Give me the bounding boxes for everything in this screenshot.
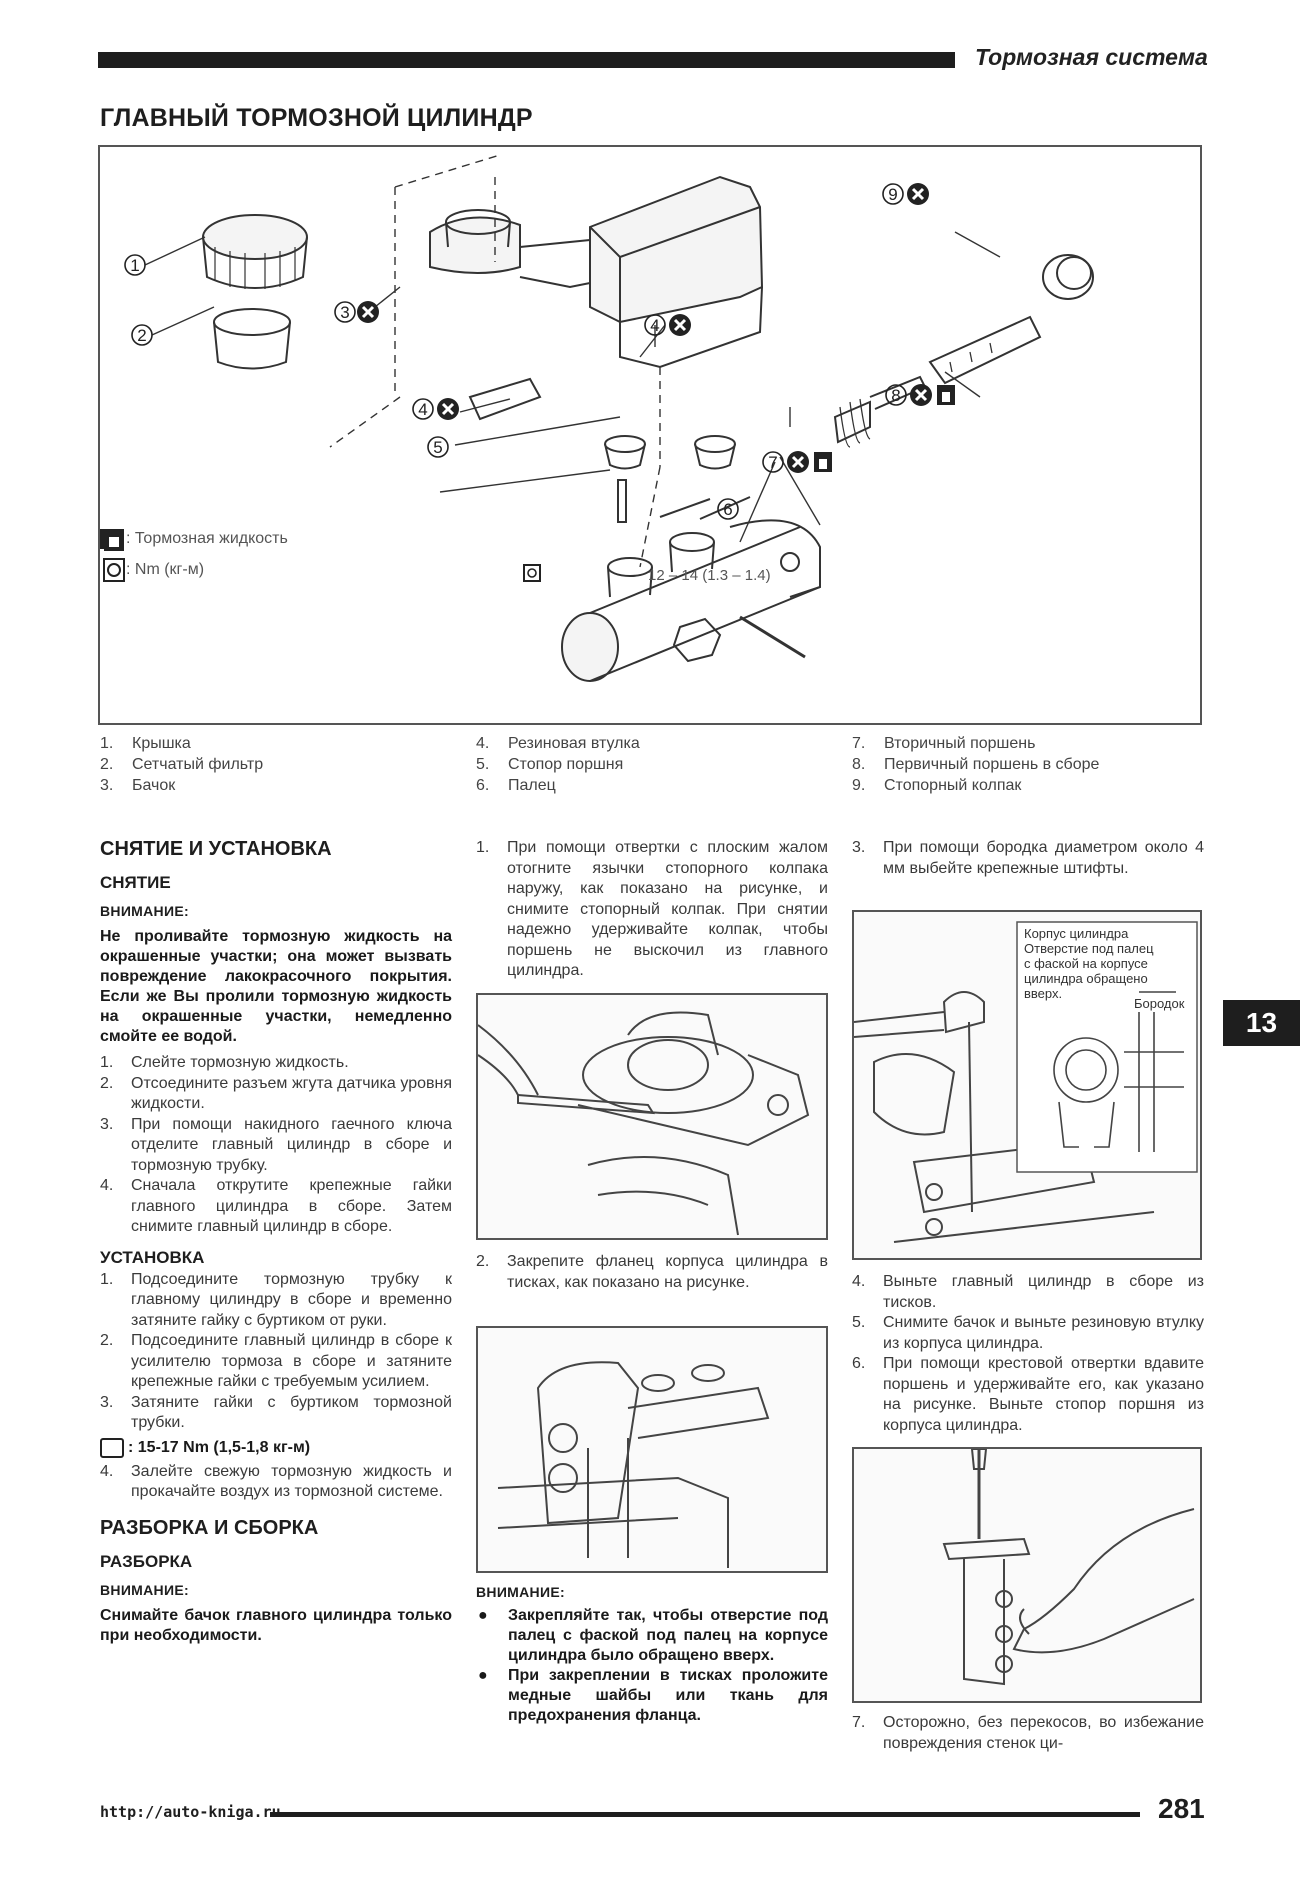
illustration [853,921,1198,1243]
callout-8: 8 [885,384,907,406]
list-item: 5.Снимите бачок и выньте резиновую втулк… [852,1314,1204,1352]
parts-item: 3.Бачок [100,777,176,794]
inset-caption: Корпус цилиндра Отверстие под палец с фа… [1024,926,1154,1001]
col2-step2: 2.Закрепите фланец корпуса цилиндра в ти… [476,1252,828,1293]
callout-4b: 4 [412,398,434,420]
parts-list-col3: 7.Вторичный поршень 8.Первичный поршень … [852,733,1212,796]
list-item: 3.При помощи накидного гаечного ключа от… [100,1115,452,1174]
parts-item: 2.Сетчатый фильтр [100,756,264,773]
callout-2: 2 [131,324,153,346]
parts-item: 7.Вторичный поршень [852,735,1036,752]
torque-spec: : 15-17 Nm (1,5-1,8 кг-м) [100,1437,452,1458]
list-item: При закреплении в тисках проложите медны… [476,1666,828,1726]
page-title: ГЛАВНЫЙ ТОРМОЗНОЙ ЦИЛИНДР [100,104,533,132]
heading-disassembly-assembly: РАЗБОРКА И СБОРКА [100,1516,319,1539]
photo-retainer-removal [476,993,828,1240]
torque-icon [523,564,541,582]
parts-list-col1: 1.Крышка 2.Сетчатый фильтр 3.Бачок [100,733,460,796]
attention-label: ВНИМАНИЕ: [100,903,189,919]
list-item: 3.Затяните гайки с буртиком тормозной тр… [100,1393,452,1432]
legend-torque: : Nm (кг-м) [126,561,205,578]
list-item: 4.Залейте свежую тормозную жидкость и пр… [100,1462,452,1501]
list-item: Закрепляйте так, чтобы отверстие под пал… [476,1606,828,1666]
parts-item: 5.Стопор поршня [476,756,624,773]
heading-install: УСТАНОВКА [100,1247,205,1267]
svg-text:4: 4 [650,316,659,335]
illustration [942,1448,1195,1686]
svg-text:4: 4 [418,400,427,419]
header-rule [98,52,955,68]
footer-url[interactable]: http://auto-kniga.ru [100,1803,281,1821]
callout-7: 7 [762,451,784,473]
legend-brake-fluid: : Тормозная жидкость [126,530,288,547]
heading-disassembly: РАЗБОРКА [100,1551,193,1571]
inset-detail [1016,921,1198,1173]
torque-legend-icon [103,558,125,582]
svg-text:8: 8 [891,386,900,405]
brake-fluid-icon [94,385,955,549]
photo-pin-punch: Корпус цилиндра Отверстие под палец с фа… [852,910,1202,1260]
list-item: 2.Подсоедините главный цилиндр в сборе к… [100,1332,452,1390]
torque-value: 12 – 14 (1.3 – 1.4) [648,567,771,584]
chapter-tab: 13 [1223,1000,1300,1046]
parts-item: 4.Резиновая втулка [476,735,640,752]
list-item: 4.Сначала открутите крепежные гайки глав… [100,1177,452,1235]
svg-text:9: 9 [888,185,897,204]
attention-label: ВНИМАНИЕ: [100,1581,189,1598]
col3-step3: 3.При помощи бородка диаметром около 4 м… [852,838,1204,879]
running-header: Тормозная система [975,44,1208,70]
callout-9: 9 [882,183,904,205]
parts-item: 6.Палец [476,777,556,794]
list-item: 1.При помощи отвертки с плоским жалом от… [476,839,828,979]
parts-item: 8.Первичный поршень в сборе [852,756,1100,773]
callout-5: 5 [427,436,449,458]
svg-text:1: 1 [130,256,139,275]
warning-text: Не проливайте тормозную жидкость на окра… [100,928,452,1045]
heading-removal-install: СНЯТИЕ И УСТАНОВКА [100,838,332,860]
install-step-4: 4.Залейте свежую тормозную жидкость и пр… [100,1462,452,1503]
parts-list-col2: 4.Резиновая втулка 5.Стопор поршня 6.Пал… [476,733,836,796]
svg-text:2: 2 [137,326,146,345]
list-item: 1.Подсоедините тормозную трубку к главно… [100,1270,452,1329]
svg-text:3: 3 [340,303,349,322]
list-item: 7.Осторожно, без перекосов, во избежание… [852,1714,1204,1752]
list-item: 3.При помощи бородка диаметром около 4 м… [852,839,1204,877]
torque-icon [100,1437,124,1458]
svg-text:5: 5 [433,438,442,457]
illustration [477,1011,810,1236]
install-steps: 1.Подсоедините тормозную трубку к главно… [100,1270,452,1434]
list-item: 4.Выньте главный цилиндр в сборе из тиск… [852,1273,1204,1311]
attention-bullets: Закрепляйте так, чтобы отверстие под пал… [476,1606,828,1726]
svg-text:7: 7 [768,453,777,472]
illustration [497,1361,770,1568]
callout-6: 6 [717,498,739,520]
master-cylinder-diagram: 1 2 3 4 4 5 6 7 8 9 [94,154,1094,682]
photo-cylinder-in-vise [476,1326,828,1573]
attention-label: ВНИМАНИЕ: [476,1584,565,1600]
list-item: 6.При помощи крестовой отвертки вдавите … [852,1355,1204,1434]
parts-item: 1.Крышка [100,735,191,752]
col3-steps: 4.Выньте главный цилиндр в сборе из тиск… [852,1272,1204,1436]
list-item: 2.Отсоедините разъем жгута датчика уровн… [100,1074,452,1113]
callout-4a: 4 [644,314,666,336]
warning-text: Снимайте бачок главного цилиндра только … [100,1606,452,1644]
callout-3: 3 [334,301,356,323]
list-item: 2.Закрепите фланец корпуса цилиндра в ти… [476,1253,828,1291]
photo-piston-stopper [852,1447,1202,1703]
list-item: 1.Слейте тормозную жидкость. [100,1054,349,1071]
inset-caption-punch: Бородок [1134,996,1185,1011]
callout-1: 1 [124,254,146,276]
footer-rule [270,1812,1140,1817]
col3-step7: 7.Осторожно, без перекосов, во избежание… [852,1713,1204,1754]
removal-steps: 1.Слейте тормозную жидкость. 2.Отсоедини… [100,1053,452,1238]
parts-item: 9.Стопорный колпак [852,777,1022,794]
heading-removal: СНЯТИЕ [100,873,171,892]
column-1: СНЯТИЕ И УСТАНОВКА СНЯТИЕ ВНИМАНИЕ: Не п… [100,838,452,1646]
exploded-diagram: 1 2 3 4 4 5 6 7 8 9 [94,145,1202,725]
page-number: 281 [1158,1793,1205,1824]
col2-step1: 1.При помощи отвертки с плоским жалом от… [476,838,828,982]
svg-text:6: 6 [723,500,732,519]
